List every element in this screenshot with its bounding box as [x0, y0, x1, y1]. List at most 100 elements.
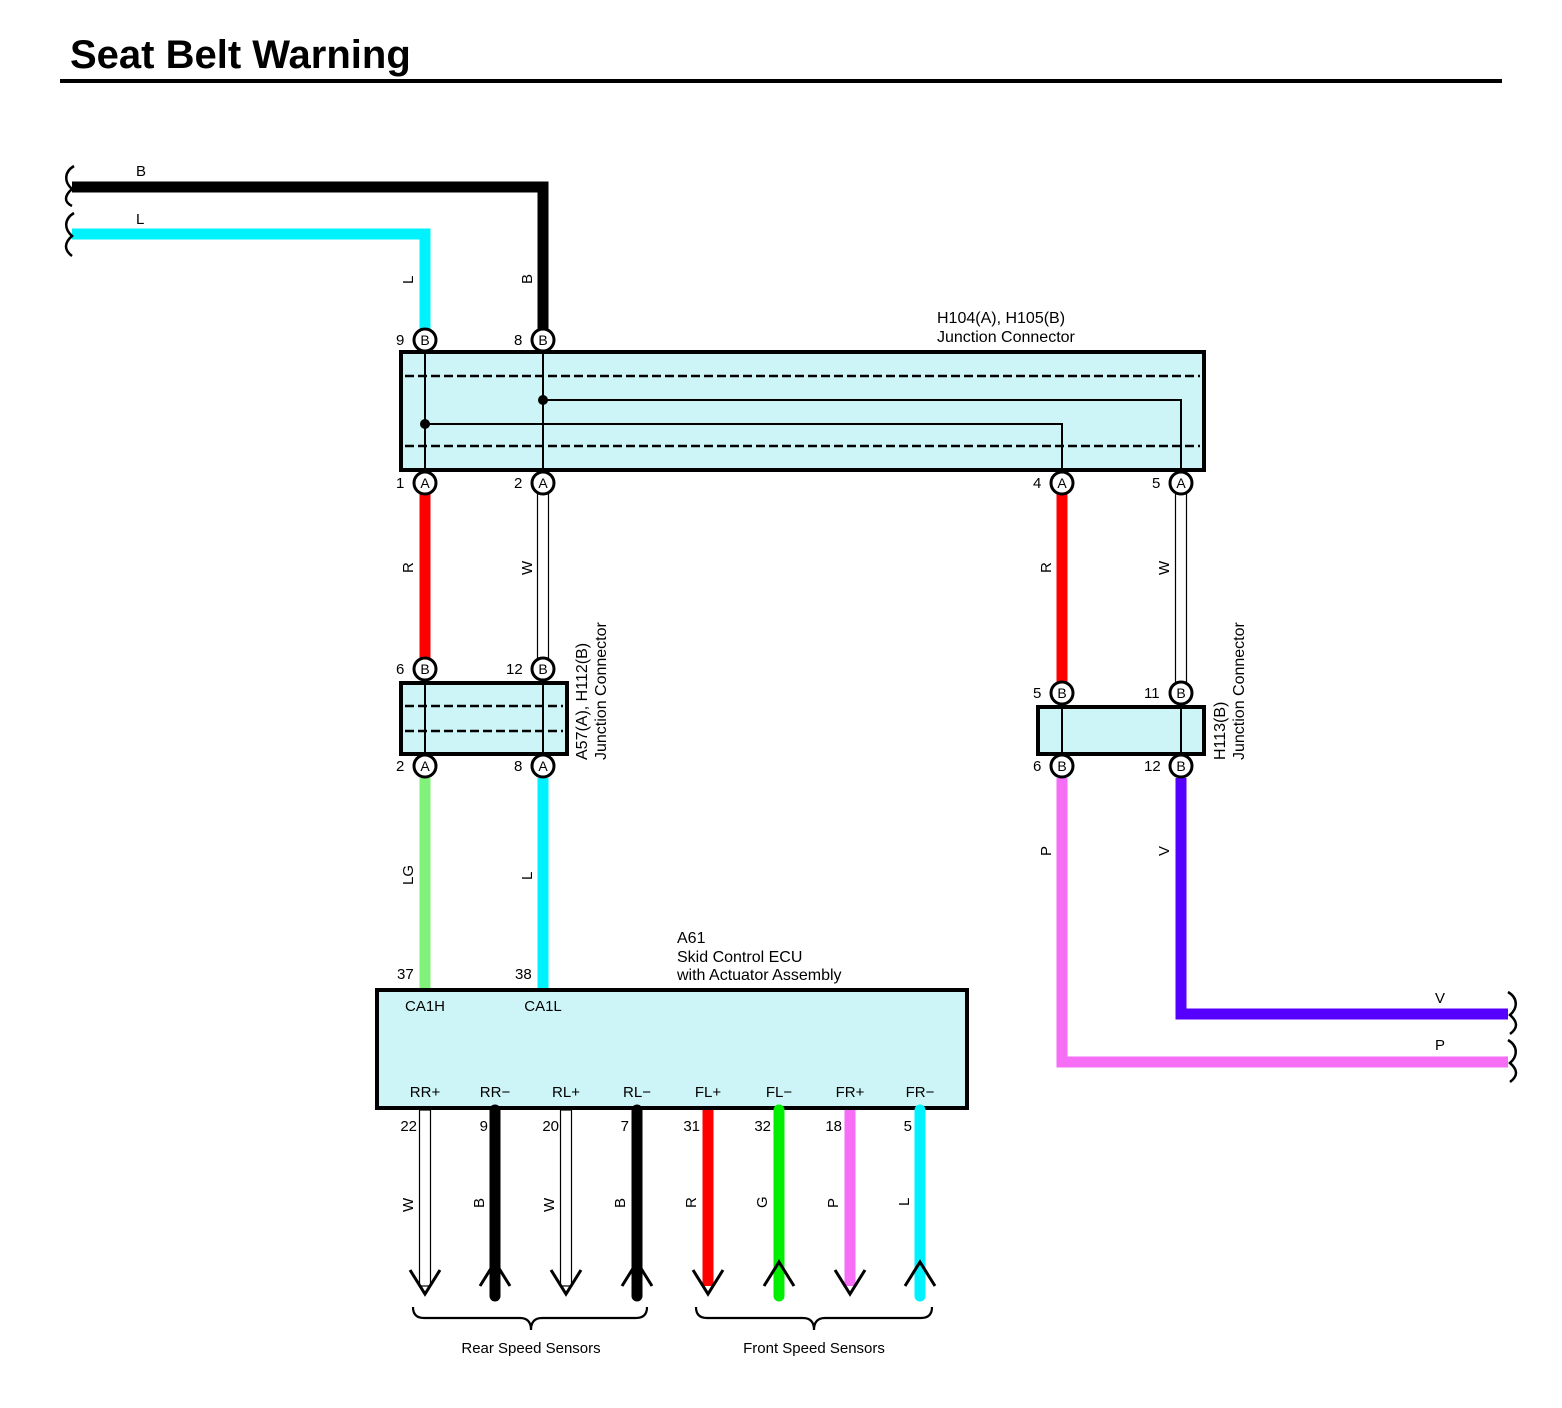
terminal-h113-12: B 12 — [1144, 753, 1194, 779]
sensor-wire-rl-minus — [620, 1104, 654, 1302]
connector-id-h104: H104(A), H105(B) — [937, 310, 1065, 327]
wire-label-incoming-b: B — [136, 163, 146, 180]
group-label-rear: Rear Speed Sensors — [461, 1340, 600, 1357]
ecu-terminal-ca1h: CA1H — [405, 998, 445, 1015]
terminal-h113-11: B 11 — [1144, 680, 1194, 706]
svg-text:2: 2 — [396, 758, 404, 775]
terminal-h104-8: B 8 — [514, 327, 556, 353]
sensor-wire-fl-plus — [691, 1110, 725, 1297]
connector-name-h113: Junction Connector — [1231, 621, 1248, 760]
page-title: Seat Belt Warning — [70, 33, 411, 77]
wire-label-rr-plus: W — [400, 1197, 417, 1212]
terminal-a57-6: B 6 — [396, 656, 438, 682]
wire-label-rr-minus: B — [471, 1198, 488, 1208]
svg-text:B: B — [1176, 758, 1185, 774]
terminal-h113-6: B 6 — [1033, 753, 1075, 779]
svg-text:B: B — [1057, 685, 1066, 701]
wire-label-rl-plus: W — [541, 1197, 558, 1212]
ecu-terminal-rl-minus: RL− — [623, 1084, 651, 1101]
ecu-name-line2: with Actuator Assembly — [676, 967, 842, 984]
sensor-wire-fr-minus — [903, 1104, 937, 1302]
ecu-terminal-fl-minus: FL− — [766, 1084, 793, 1101]
svg-text:B: B — [1057, 758, 1066, 774]
wire-label-outgoing-v: V — [1435, 990, 1445, 1007]
terminal-h104-4: A 4 — [1033, 470, 1075, 496]
wire-label-l-ecu: L — [519, 872, 536, 880]
svg-text:9: 9 — [396, 332, 404, 349]
ecu-terminal-rl-plus: RL+ — [552, 1084, 580, 1101]
ecu-terminal-fr-plus: FR+ — [836, 1084, 865, 1101]
terminal-h104-9: B 9 — [396, 327, 438, 353]
ecu-id: A61 — [677, 930, 706, 947]
ecu-terminal-fr-minus: FR− — [906, 1084, 935, 1101]
svg-text:2: 2 — [514, 475, 522, 492]
terminal-h104-1: A 1 — [396, 470, 438, 496]
sensor-wire-rr-minus — [478, 1104, 512, 1302]
wire-label-fr-plus: P — [825, 1198, 842, 1208]
junction-connector-a57 — [399, 681, 569, 756]
svg-text:B: B — [420, 332, 429, 348]
wire-label-w-left: W — [519, 560, 536, 575]
wire-label-outgoing-p: P — [1435, 1037, 1445, 1054]
svg-text:8: 8 — [514, 758, 522, 775]
svg-text:A: A — [538, 475, 548, 491]
wire-p — [1056, 778, 1508, 1068]
skid-control-ecu — [375, 988, 969, 1110]
wire-label-fr-minus: L — [896, 1198, 913, 1206]
sensor-wire-fl-minus — [762, 1104, 796, 1302]
terminal-h104-2: A 2 — [514, 470, 556, 496]
wire-label-v-vertical: V — [1156, 846, 1173, 856]
terminal-h104-5: A 5 — [1152, 470, 1194, 496]
sensor-wire-fr-plus — [833, 1110, 867, 1297]
ecu-pin-20: 20 — [542, 1118, 559, 1135]
svg-text:11: 11 — [1144, 685, 1160, 702]
svg-text:A: A — [1176, 475, 1186, 491]
svg-text:6: 6 — [1033, 758, 1041, 775]
connector-id-h113: H113(B) — [1212, 702, 1229, 760]
ecu-pin-38: 38 — [515, 966, 532, 983]
wire-label-r-right: R — [1038, 562, 1055, 573]
ecu-pin-31: 31 — [683, 1118, 700, 1135]
wire-incoming-l — [72, 228, 431, 330]
svg-text:B: B — [538, 332, 547, 348]
svg-text:A: A — [420, 758, 430, 774]
wire-label-lg: LG — [400, 865, 417, 885]
junction-connector-h113 — [1036, 705, 1206, 756]
svg-text:12: 12 — [506, 661, 523, 678]
svg-text:A: A — [1057, 475, 1067, 491]
break-mark — [64, 164, 75, 208]
ecu-pin-18: 18 — [825, 1118, 842, 1135]
wire-label-fl-minus: G — [754, 1196, 771, 1208]
wire-w-right — [1174, 493, 1188, 683]
sensor-wire-rl-plus — [549, 1109, 583, 1297]
wire-label-incoming-l: L — [136, 211, 144, 228]
wire-incoming-b — [72, 181, 549, 330]
svg-text:B: B — [538, 661, 547, 677]
terminal-a57-12: B 12 — [506, 656, 556, 682]
group-label-front: Front Speed Sensors — [743, 1340, 885, 1357]
wire-label-p-vertical: P — [1038, 846, 1055, 856]
ecu-terminal-ca1l: CA1L — [524, 998, 562, 1015]
wire-w-left — [536, 493, 550, 659]
svg-text:B: B — [420, 661, 429, 677]
svg-text:A: A — [538, 758, 548, 774]
svg-text:5: 5 — [1152, 475, 1160, 492]
ecu-pin-37: 37 — [397, 966, 414, 983]
connector-name-h104: Junction Connector — [937, 329, 1076, 346]
connector-id-a57: A57(A), H112(B) — [574, 643, 591, 760]
ecu-pin-9: 9 — [480, 1118, 488, 1135]
wire-label-l-vertical: L — [400, 276, 417, 284]
terminal-a57-2: A 2 — [396, 753, 438, 779]
internal-wiring — [420, 350, 1182, 472]
terminal-a57-8: A 8 — [514, 753, 556, 779]
svg-text:12: 12 — [1144, 758, 1161, 775]
svg-text:A: A — [420, 475, 430, 491]
wire-label-fl-plus: R — [683, 1197, 700, 1208]
ecu-pin-32: 32 — [754, 1118, 771, 1135]
svg-text:B: B — [1176, 685, 1185, 701]
svg-text:5: 5 — [1033, 685, 1041, 702]
break-mark — [1507, 1038, 1518, 1083]
ecu-pin-7: 7 — [621, 1118, 629, 1135]
sensor-wire-rr-plus — [408, 1109, 442, 1297]
